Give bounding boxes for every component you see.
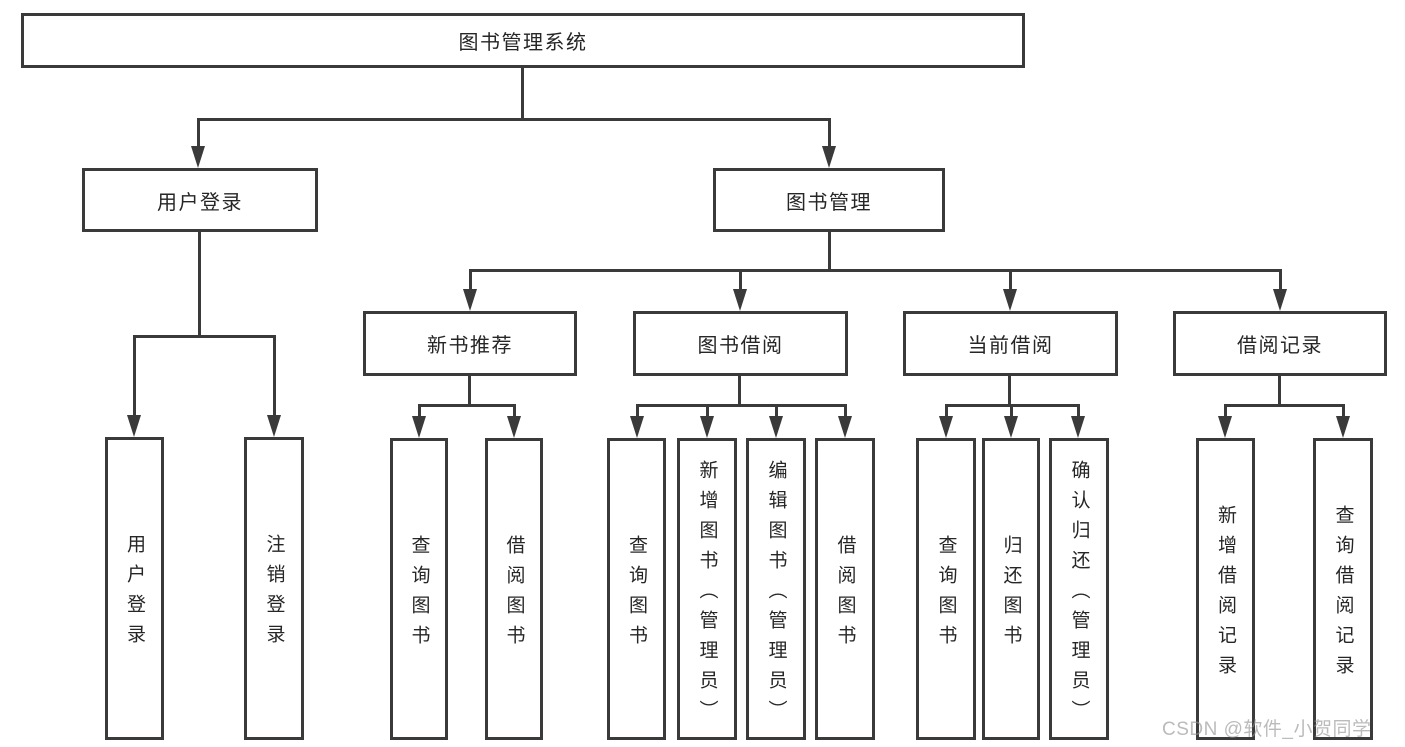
leaf-label: 借阅图书 — [503, 534, 525, 655]
leaf-cb-query-books: 查询图书 — [916, 438, 976, 740]
node-current-borrowing: 当前借阅 — [903, 311, 1118, 376]
connector-line — [1342, 404, 1345, 420]
arrow-down-icon — [1003, 289, 1017, 311]
arrow-down-icon — [1071, 416, 1085, 438]
leaf-nbr-borrow-books: 借阅图书 — [485, 438, 543, 740]
leaf-label: 新增借阅记录 — [1215, 504, 1236, 685]
connector-line — [828, 118, 831, 150]
leaf-label: 查询图书 — [626, 534, 647, 655]
leaf-bb-query-books: 查询图书 — [607, 438, 666, 740]
arrow-down-icon — [267, 415, 281, 437]
arrow-down-icon — [700, 416, 714, 438]
arrow-down-icon — [1218, 416, 1232, 438]
node-book-management: 图书管理 — [713, 168, 945, 232]
leaf-label: 查询借阅记录 — [1332, 504, 1354, 685]
leaf-label: 查询图书 — [408, 534, 430, 655]
leaf-bb-borrow-books: 借阅图书 — [815, 438, 875, 740]
connector-line — [197, 118, 831, 121]
leaf-br-add-borrow-record: 新增借阅记录 — [1196, 438, 1255, 740]
arrow-down-icon — [838, 416, 852, 438]
arrow-down-icon — [939, 416, 953, 438]
leaf-label: 用户登录 — [124, 534, 145, 654]
connector-line — [513, 404, 516, 420]
connector-line — [197, 118, 200, 150]
arrow-down-icon — [127, 415, 141, 437]
leaf-label: 新增图书（管理员） — [696, 459, 718, 730]
connector-line — [198, 230, 201, 337]
arrow-down-icon — [733, 289, 747, 311]
leaf-label: 借阅图书 — [834, 534, 856, 655]
connector-line — [1224, 404, 1227, 420]
leaf-logout-login: 注销登录 — [244, 437, 304, 740]
arrow-down-icon — [412, 416, 426, 438]
leaf-label: 归还图书 — [1000, 534, 1022, 655]
connector-line — [706, 404, 709, 420]
leaf-label: 查询图书 — [935, 534, 957, 655]
connector-line — [418, 404, 421, 420]
connector-line — [1077, 404, 1080, 420]
arrow-down-icon — [463, 289, 477, 311]
node-library-management-system: 图书管理系统 — [21, 13, 1025, 68]
arrow-down-icon — [822, 146, 836, 168]
connector-line — [133, 335, 136, 419]
connector-line — [636, 404, 639, 420]
node-user-login: 用户登录 — [82, 168, 318, 232]
arrow-down-icon — [630, 416, 644, 438]
node-borrowing-records: 借阅记录 — [1173, 311, 1387, 376]
connector-line — [828, 230, 831, 272]
node-new-book-recommendation: 新书推荐 — [363, 311, 577, 376]
csdn-watermark: CSDN @软件_小贺同学 — [1162, 719, 1372, 740]
leaf-bb-edit-books-admin: 编辑图书（管理员） — [746, 438, 806, 740]
connector-line — [418, 404, 516, 407]
connector-line — [1010, 404, 1013, 420]
connector-line — [133, 335, 276, 338]
connector-line — [775, 404, 778, 420]
connector-line — [844, 404, 847, 420]
connector-line — [1008, 376, 1011, 407]
leaf-label: 编辑图书（管理员） — [765, 459, 787, 730]
leaf-label: 确认归还（管理员） — [1068, 459, 1090, 730]
leaf-br-query-borrow-record: 查询借阅记录 — [1313, 438, 1373, 740]
connector-line — [469, 269, 472, 293]
leaf-label: 注销登录 — [263, 534, 285, 654]
connector-line — [468, 376, 471, 407]
node-book-borrowing: 图书借阅 — [633, 311, 848, 376]
leaf-cb-return-books: 归还图书 — [982, 438, 1040, 740]
connector-line — [469, 269, 1282, 272]
arrow-down-icon — [191, 146, 205, 168]
connector-line — [1009, 269, 1012, 293]
arrow-down-icon — [1273, 289, 1287, 311]
connector-line — [738, 376, 741, 407]
arrow-down-icon — [769, 416, 783, 438]
connector-line — [636, 404, 847, 407]
leaf-bb-add-books-admin: 新增图书（管理员） — [677, 438, 737, 740]
arrow-down-icon — [507, 416, 521, 438]
leaf-user-login: 用户登录 — [105, 437, 164, 740]
connector-line — [945, 404, 948, 420]
arrow-down-icon — [1004, 416, 1018, 438]
arrow-down-icon — [1336, 416, 1350, 438]
leaf-nbr-query-books: 查询图书 — [390, 438, 448, 740]
connector-line — [1278, 376, 1281, 407]
connector-line — [273, 335, 276, 419]
connector-line — [521, 66, 524, 121]
connector-line — [1279, 269, 1282, 293]
leaf-cb-confirm-return-admin: 确认归还（管理员） — [1049, 438, 1109, 740]
connector-line — [739, 269, 742, 293]
connector-line — [1224, 404, 1345, 407]
